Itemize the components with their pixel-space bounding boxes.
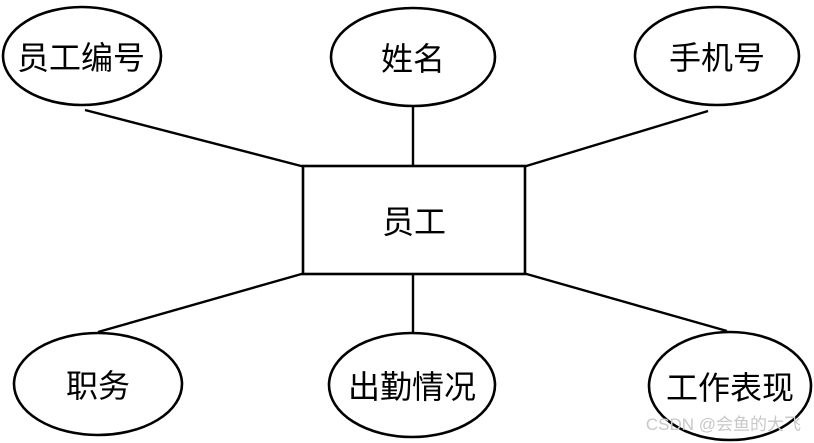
attribute-ellipse-name [329, 6, 497, 108]
connector-entity-to-position [97, 271, 306, 334]
attribute-node-position: 职务 [12, 331, 184, 437]
entity-node-employee: 员工 [301, 164, 527, 276]
attribute-node-performance: 工作表现 [647, 330, 813, 442]
attribute-node-employee-id: 员工编号 [1, 5, 163, 107]
attribute-ellipse-position [12, 331, 184, 437]
attribute-label-attendance: 出勤情况 [348, 369, 476, 405]
connector-entity-to-employee-id [84, 108, 306, 169]
attribute-label-phone: 手机号 [669, 40, 765, 76]
attribute-label-name: 姓名 [381, 41, 445, 77]
attribute-node-phone: 手机号 [633, 5, 801, 107]
entity-rectangle-employee [301, 164, 527, 276]
watermark-text: CSDN @会鱼的大飞 [646, 415, 801, 434]
attribute-node-attendance: 出勤情况 [327, 331, 497, 439]
attribute-ellipse-performance [647, 330, 813, 442]
attribute-node-name: 姓名 [329, 6, 497, 108]
connector-entity-to-phone [522, 109, 709, 169]
attribute-label-employee-id: 员工编号 [17, 40, 145, 76]
attribute-ellipse-phone [633, 5, 801, 107]
attribute-label-position: 职务 [66, 368, 130, 404]
attribute-label-performance: 工作表现 [666, 370, 794, 406]
entity-label-employee: 员工 [382, 204, 446, 240]
attribute-ellipse-attendance [327, 331, 497, 439]
connector-entity-to-performance [522, 271, 728, 333]
attribute-ellipse-employee-id [1, 5, 163, 107]
